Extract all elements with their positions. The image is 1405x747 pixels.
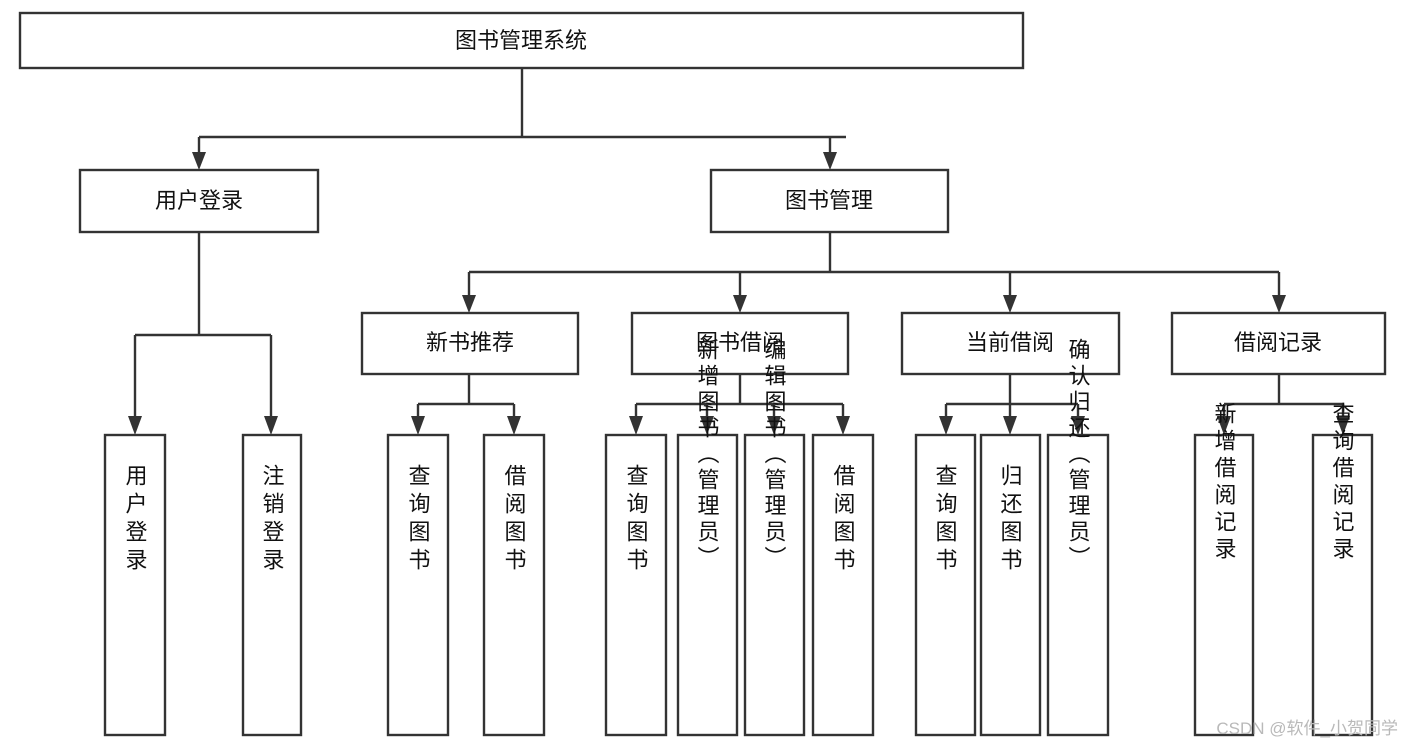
node-leaf-user-login[interactable]: 用户登录 — [103, 433, 167, 737]
node-book-manage-label: 图书管理 — [785, 188, 873, 213]
node-leaf-user-logout[interactable]: 注销登录 — [241, 433, 303, 737]
node-leaf-add-book-box[interactable] — [676, 433, 739, 737]
arrowhead-leaf-user-logout — [264, 416, 278, 435]
node-leaf-user-logout-box[interactable] — [241, 433, 303, 737]
node-leaf-borrow-book-1[interactable]: 借阅图书 — [482, 433, 546, 737]
node-book-manage[interactable]: 图书管理 — [709, 168, 950, 234]
arrowhead-leaf-borrow-book-2 — [836, 416, 850, 435]
arrowhead-leaf-query-book-2 — [629, 416, 643, 435]
arrowhead-leaf-borrow-book-1 — [507, 416, 521, 435]
arrowhead-user-login — [192, 152, 206, 170]
node-leaf-borrow-book-2-label: 借阅图书 — [831, 464, 856, 576]
node-leaf-confirm-return-label: 确认归还（管理员） — [1066, 338, 1091, 572]
node-book-borrow-box[interactable] — [630, 311, 850, 376]
node-leaf-query-book-3-box[interactable] — [914, 433, 977, 737]
arrowhead-leaf-edit-book — [767, 416, 781, 435]
arrowhead-leaf-return-book — [1003, 416, 1017, 435]
node-leaf-query-book-2-label: 查询图书 — [624, 464, 649, 576]
arrowhead-new-book-rec — [462, 295, 476, 313]
node-current-borrow[interactable]: 当前借阅 — [900, 311, 1121, 376]
node-leaf-return-book-box[interactable] — [979, 433, 1042, 737]
arrowhead-leaf-confirm-return — [1071, 416, 1085, 435]
node-book-borrow-label: 图书借阅 — [696, 330, 784, 355]
arrowhead-book-borrow — [733, 295, 747, 313]
node-book-manage-box[interactable] — [709, 168, 950, 234]
node-new-book-rec[interactable]: 新书推荐 — [360, 311, 580, 376]
node-leaf-borrow-book-1-label: 借阅图书 — [502, 464, 527, 576]
node-leaf-query-book-1-label: 查询图书 — [406, 464, 431, 576]
node-leaf-borrow-book-2-box[interactable] — [811, 433, 875, 737]
node-root[interactable]: 图书管理系统 — [18, 11, 1025, 70]
node-leaf-user-login-label: 用户登录 — [123, 464, 148, 576]
node-leaf-user-logout-label: 注销登录 — [260, 464, 285, 576]
arrowhead-leaf-add-record — [1217, 416, 1231, 435]
node-root-box[interactable] — [18, 11, 1025, 70]
node-leaf-add-record[interactable]: 新增借阅记录 — [1193, 402, 1255, 737]
node-leaf-edit-book-label: 编辑图书（管理员） — [762, 338, 787, 572]
arrowhead-book-manage — [823, 152, 837, 170]
node-leaf-confirm-return-box[interactable] — [1046, 433, 1110, 737]
arrowhead-leaf-query-book-3 — [939, 416, 953, 435]
node-new-book-rec-label: 新书推荐 — [426, 330, 514, 355]
node-leaf-borrow-book-2[interactable]: 借阅图书 — [811, 433, 875, 737]
node-user-login[interactable]: 用户登录 — [78, 168, 320, 234]
arrowhead-leaf-query-book-1 — [411, 416, 425, 435]
node-leaf-query-record[interactable]: 查询借阅记录 — [1311, 402, 1374, 737]
node-leaf-add-book-label: 新增图书（管理员） — [695, 338, 720, 572]
arrowhead-leaf-user-login — [128, 416, 142, 435]
arrowhead-current-borrow — [1003, 295, 1017, 313]
node-root-label: 图书管理系统 — [455, 28, 587, 53]
node-leaf-query-book-3[interactable]: 查询图书 — [914, 433, 977, 737]
node-leaf-query-book-1-box[interactable] — [386, 433, 450, 737]
node-leaf-query-record-box[interactable] — [1311, 433, 1374, 737]
node-current-borrow-label: 当前借阅 — [966, 330, 1054, 355]
node-leaf-add-record-box[interactable] — [1193, 433, 1255, 737]
arrowhead-leaf-add-book — [700, 416, 714, 435]
node-leaf-edit-book[interactable]: 编辑图书（管理员） — [743, 338, 806, 737]
node-user-login-box[interactable] — [78, 168, 320, 234]
node-leaf-query-record-label: 查询借阅记录 — [1330, 402, 1355, 564]
node-leaf-return-book[interactable]: 归还图书 — [979, 433, 1042, 737]
node-user-login-label: 用户登录 — [155, 188, 243, 213]
node-borrow-record-box[interactable] — [1170, 311, 1387, 376]
csdn-watermark: CSDN @软件_小贺同学 — [1216, 719, 1398, 738]
node-leaf-borrow-book-1-box[interactable] — [482, 433, 546, 737]
node-current-borrow-box[interactable] — [900, 311, 1121, 376]
node-borrow-record-label: 借阅记录 — [1234, 330, 1322, 355]
node-leaf-query-book-1[interactable]: 查询图书 — [386, 433, 450, 737]
node-leaf-user-login-box[interactable] — [103, 433, 167, 737]
node-leaf-return-book-label: 归还图书 — [998, 464, 1023, 576]
arrowhead-borrow-record — [1272, 295, 1286, 313]
node-leaf-add-book[interactable]: 新增图书（管理员） — [676, 338, 739, 737]
arrowhead-leaf-query-record — [1336, 416, 1350, 435]
node-leaf-query-book-2[interactable]: 查询图书 — [604, 433, 668, 737]
node-leaf-query-book-3-label: 查询图书 — [933, 464, 958, 576]
node-leaf-query-book-2-box[interactable] — [604, 433, 668, 737]
node-new-book-rec-box[interactable] — [360, 311, 580, 376]
node-book-borrow[interactable]: 图书借阅 — [630, 311, 850, 376]
node-leaf-confirm-return[interactable]: 确认归还（管理员） — [1046, 338, 1110, 737]
edge-layer — [128, 68, 1350, 435]
node-leaf-edit-book-box[interactable] — [743, 433, 806, 737]
node-leaf-add-record-label: 新增借阅记录 — [1212, 402, 1237, 564]
node-borrow-record[interactable]: 借阅记录 — [1170, 311, 1387, 376]
